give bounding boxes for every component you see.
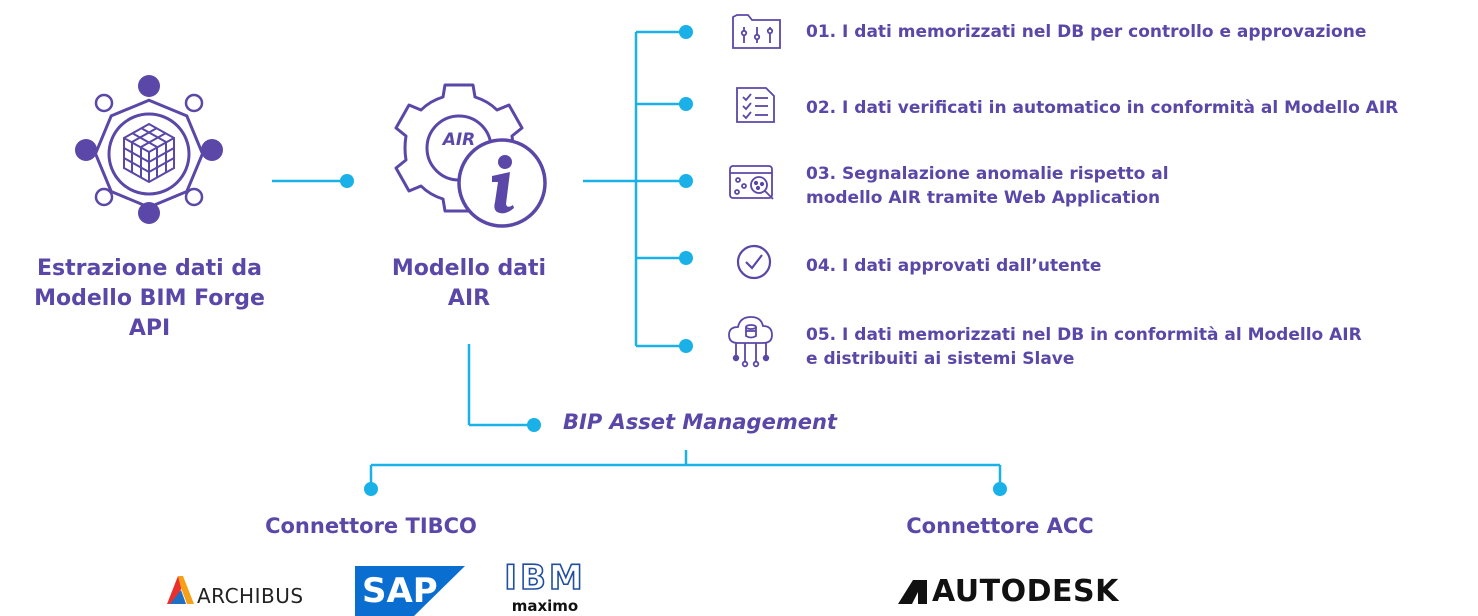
step-03-text: Segnalazione anomalie rispetto al [842,164,1169,184]
air-gear-icon: AIR [394,83,547,228]
check-circle-icon [736,244,772,280]
step-05-number: 05. [806,325,837,345]
sap-logo-text: SAP [362,571,438,611]
step-04-text: I dati approvati dall’utente [842,256,1102,276]
step-03: 03. Segnalazione anomalie rispetto al mo… [806,162,1169,210]
model-label: Modello dati AIR [369,254,569,314]
asset-management-label: BIP Asset Management [563,410,837,434]
step-02-text: I dati verificati in automatico in confo… [842,98,1399,118]
ibm-logo-text: IBM [503,558,587,598]
archibus-logo-text: ARCHIBUS [197,584,304,608]
connector-tibco-label: Connettore TIBCO [265,514,477,538]
web-app-analysis-icon [729,165,774,200]
step-05-text-line2: e distribuiti ai sistemi Slave [806,349,1075,369]
connector-acc-label: Connettore ACC [906,514,1094,538]
source-label: Estrazione dati da Modello BIM Forge API [22,254,277,344]
step-01-text: I dati memorizzati nel DB per controllo … [842,22,1367,42]
maximo-logo-text: maximo [511,597,579,615]
source-label-line1: Estrazione dati da [37,256,262,281]
step-01: 01. I dati memorizzati nel DB per contro… [806,20,1366,44]
checklist-icon [736,87,775,123]
autodesk-logo-mark [898,580,927,604]
source-label-line2: Modello BIM Forge API [34,286,265,341]
air-icon-text: AIR [441,130,476,150]
archibus-logo-mark [167,576,194,604]
bim-network-nodes [75,75,223,224]
step-02-number: 02. [806,98,837,118]
sliders-folder-icon [732,14,781,49]
step-03-number: 03. [806,164,837,184]
cloud-database-icon [728,316,773,368]
step-04-number: 04. [806,256,837,276]
step-05-text: I dati memorizzati nel DB in conformità … [842,325,1362,345]
model-label-line2: AIR [447,286,491,311]
step-02: 02. I dati verificati in automatico in c… [806,96,1398,120]
step-05: 05. I dati memorizzati nel DB in conform… [806,323,1362,371]
step-03-text-line2: modello AIR tramite Web Application [806,188,1161,208]
step-01-number: 01. [806,22,837,42]
connector-dots [340,25,1007,496]
bim-network-icon [93,98,205,209]
autodesk-logo-text: AUTODESK [932,574,1119,609]
step-04: 04. I dati approvati dall’utente [806,254,1101,278]
model-label-line1: Modello dati [391,256,547,281]
sap-logo: SAP [355,566,465,616]
